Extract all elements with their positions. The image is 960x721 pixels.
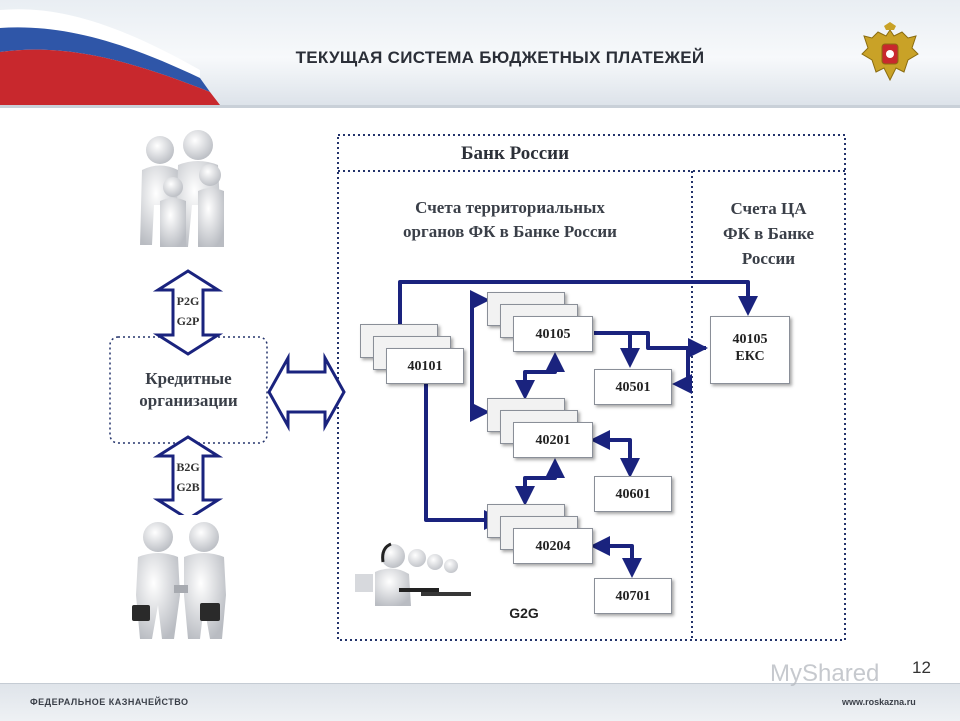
footer-organization: ФЕДЕРАЛЬНОЕ КАЗНАЧЕЙСТВО [30,697,189,707]
p2g-double-arrow [152,269,224,356]
territorial-heading-line1: Счета территориальных [415,198,605,217]
central-heading-line3: России [741,249,796,268]
account-40601-number: 40601 [615,487,651,502]
credit-organizations-label: Кредитные организации [110,368,267,412]
bank-of-russia-title: Банк России [460,143,570,164]
credit-line2: организации [139,391,238,410]
arrow-40105-to-eks [594,331,708,358]
g2b-label: G2B [176,480,200,494]
arrow-40204-to-40701 [590,536,642,578]
g2p-label: G2P [176,314,200,328]
eks-label: ЕКС [735,349,765,364]
account-40601: 40601 [594,476,672,512]
arrow-40101-to-eks [398,280,758,328]
arrow-40101-to-40105 [470,290,490,362]
arrow-40105-to-40501 [598,331,640,368]
russian-flag-graphic [0,9,220,105]
account-40701-number: 40701 [615,589,651,604]
slide-header: ТЕКУЩАЯ СИСТЕМА БЮДЖЕТНЫХ ПЛАТЕЖЕЙ [0,0,960,105]
account-eks: 40105 ЕКС [710,316,790,384]
operators-illustration [345,528,483,614]
arrow-40101-to-40204 [424,384,504,530]
credit-bank-double-arrow [267,352,346,432]
account-40101: 40101 [386,348,464,384]
page-title: ТЕКУЩАЯ СИСТЕМА БЮДЖЕТНЫХ ПЛАТЕЖЕЙ [295,48,705,67]
account-40204-number: 40204 [535,539,571,554]
footer-website-link[interactable]: www.roskazna.ru [842,697,916,707]
central-accounts-heading: Счета ЦА ФК в Банке России [696,196,841,271]
credit-line1: Кредитные [145,369,232,388]
arrow-40105-40201 [515,352,565,400]
b2g-double-arrow [152,435,224,521]
central-heading-line1: Счета ЦА [730,199,807,218]
eks-account-number: 40105 [732,332,768,347]
page-number: 12 [912,658,931,677]
account-40501-number: 40501 [615,380,651,395]
account-40201: 40201 [513,422,593,458]
arrow-40201-to-40601 [590,430,640,478]
arrow-40101-to-40201 [470,362,490,422]
account-40204: 40204 [513,528,593,564]
account-40701: 40701 [594,578,672,614]
g2g-label: G2G [509,605,539,621]
central-heading-line2: ФК в Банке [722,224,815,243]
myshared-watermark: MyShared [770,660,880,687]
account-40201-number: 40201 [535,433,571,448]
account-40101-number: 40101 [407,359,443,374]
double-headed-eagle-emblem [861,22,919,82]
arrow-eks-to-40501 [672,346,706,394]
header-divider [0,105,960,108]
territorial-accounts-heading: Счета территориальных органов ФК в Банке… [345,196,675,244]
family-illustration [118,125,253,260]
territorial-heading-line2: органов ФК в Банке России [403,222,617,241]
arrow-40201-40204 [515,458,565,506]
slide-footer [0,683,960,721]
account-40105-number: 40105 [535,327,571,342]
b2g-label: B2G [176,460,200,474]
account-40501: 40501 [594,369,672,405]
account-40105: 40105 [513,316,593,352]
handshake-illustration [118,515,240,645]
p2g-label: P2G [176,294,200,308]
